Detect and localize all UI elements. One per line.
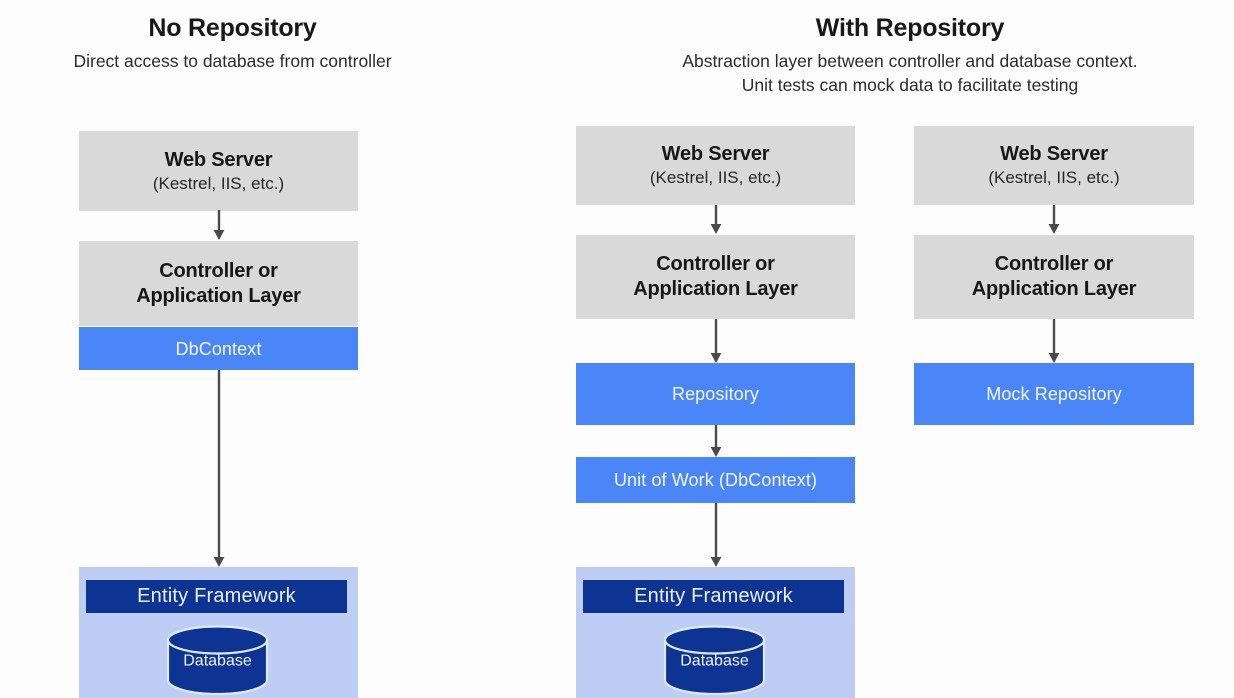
middle-web-server-subtitle: (Kestrel, IIS, etc.)	[649, 168, 782, 187]
left-controller-title-line1: Controller or	[159, 259, 278, 282]
right-web-server-subtitle: (Kestrel, IIS, etc.)	[988, 168, 1120, 187]
middle-repository-label: Repository	[671, 384, 760, 404]
left-dbcontext-box[interactable]: DbContext	[79, 327, 358, 370]
panel-subtitle-no-repository: Direct access to database from controlle…	[73, 51, 392, 71]
left-controller-box[interactable]: Controller or Application Layer	[79, 241, 358, 326]
left-dbcontext-label: DbContext	[175, 338, 262, 359]
right-mock-repository-box[interactable]: Mock Repository	[914, 363, 1194, 425]
panel-title-with-repository: With Repository	[815, 14, 1005, 42]
left-database-cylinder[interactable]: Database	[166, 625, 269, 695]
right-web-server-title: Web Server	[1000, 143, 1108, 165]
left-arrow-webserver-to-controller	[210, 210, 228, 241]
middle-database-cylinder[interactable]: Database	[663, 625, 766, 695]
left-web-server-title: Web Server	[164, 148, 273, 171]
middle-controller-box[interactable]: Controller or Application Layer	[576, 235, 855, 319]
right-arrow-controller-to-mock-repository	[1045, 319, 1063, 364]
middle-arrow-unitofwork-to-entityframework	[707, 503, 725, 568]
right-mock-repository-label: Mock Repository	[986, 384, 1122, 404]
middle-repository-box[interactable]: Repository	[576, 363, 855, 425]
middle-unit-of-work-label: Unit of Work (DbContext)	[613, 470, 818, 490]
middle-entity-framework-bar[interactable]: Entity Framework	[583, 580, 844, 613]
middle-unit-of-work-box[interactable]: Unit of Work (DbContext)	[576, 457, 855, 503]
right-web-server-box[interactable]: Web Server (Kestrel, IIS, etc.)	[914, 126, 1194, 205]
middle-controller-title-line1: Controller or	[656, 253, 775, 275]
middle-entity-framework-label: Entity Framework	[634, 585, 793, 607]
middle-web-server-box[interactable]: Web Server (Kestrel, IIS, etc.)	[576, 126, 855, 205]
left-web-server-box[interactable]: Web Server (Kestrel, IIS, etc.)	[79, 131, 358, 211]
right-controller-title-line2: Application Layer	[971, 278, 1137, 300]
middle-arrow-controller-to-repository	[707, 319, 725, 364]
panel-title-no-repository: No Repository	[148, 14, 317, 42]
left-entity-framework-bar[interactable]: Entity Framework	[86, 580, 347, 613]
left-entity-framework-label: Entity Framework	[137, 585, 296, 607]
right-arrow-webserver-to-controller	[1045, 205, 1063, 235]
middle-arrow-webserver-to-controller	[707, 205, 725, 235]
middle-arrow-repository-to-unitofwork	[707, 425, 725, 458]
panel-subtitle-with-repository-line1: Abstraction layer between controller and…	[682, 51, 1138, 71]
middle-controller-title-line2: Application Layer	[633, 278, 798, 300]
left-controller-title-line2: Application Layer	[136, 284, 301, 307]
middle-web-server-title: Web Server	[661, 143, 770, 165]
left-web-server-subtitle: (Kestrel, IIS, etc.)	[152, 173, 285, 193]
panel-subtitle-with-repository-line2: Unit tests can mock data to facilitate t…	[741, 75, 1079, 95]
right-controller-box[interactable]: Controller or Application Layer	[914, 235, 1194, 319]
right-controller-title-line1: Controller or	[994, 253, 1114, 275]
left-arrow-dbcontext-to-entityframework	[210, 370, 228, 568]
